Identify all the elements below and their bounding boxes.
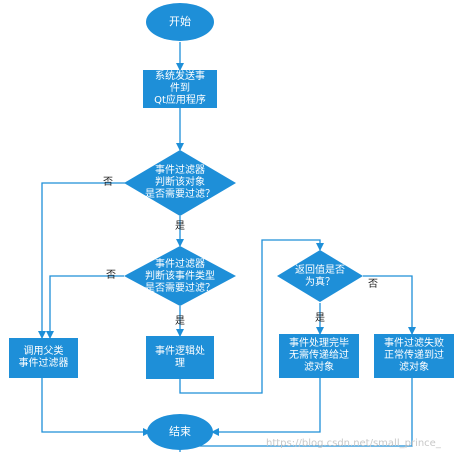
event-logic-node: 事件逻辑处 理: [155, 345, 205, 369]
edge-type-no: [46, 275, 124, 339]
start-node: 开始: [169, 15, 191, 28]
return-decision-node: 返回值是否 为真？: [295, 265, 345, 288]
call-parent-node-shape: [9, 338, 78, 378]
edge-logic-to-return: [179, 239, 324, 394]
end-node-shape: [147, 414, 213, 450]
edge-label-return-yes: 是: [315, 313, 325, 324]
edge-label-filter-yes: 是: [175, 221, 185, 232]
event-logic-node-shape: [146, 336, 214, 379]
type-decision-shape: [124, 246, 236, 306]
send-event-node: 系统发送事 件到 Qt应用程序: [154, 71, 206, 106]
return-decision-shape: [277, 250, 363, 302]
edge-parent-to-end: [41, 378, 151, 436]
done-node-shape: [279, 334, 359, 378]
filter-decision-shape: [124, 150, 236, 216]
start-node-shape: [146, 3, 214, 41]
fail-node-shape: [374, 334, 454, 378]
edge-label-return-no: 否: [368, 279, 378, 290]
call-parent-node: 调用父类 事件过滤器: [18, 346, 69, 369]
edge-return-no: [363, 275, 416, 335]
edge-label-filter-no: 否: [103, 177, 113, 188]
edge-done-to-end: [211, 378, 321, 436]
done-node: 事件处理完毕 无需传递给过 滤对象: [289, 338, 349, 373]
send-event-node-shape: [143, 70, 217, 108]
type-decision-node: 事件过滤器 判断该事件类型 是否需要过滤？: [145, 259, 215, 294]
fail-node: 事件过滤失败 正常传递到过 滤对象: [384, 338, 444, 373]
watermark: https://blog.csdn.net/small_prince_: [266, 438, 441, 449]
edge-filter-no: [38, 182, 125, 339]
edge-label-type-yes: 是: [175, 316, 185, 327]
edge-label-type-no: 否: [106, 270, 116, 281]
filter-decision-node: 事件过滤器 判断该对象 是否需要过滤？: [145, 165, 215, 200]
end-node: 结束: [169, 425, 191, 438]
